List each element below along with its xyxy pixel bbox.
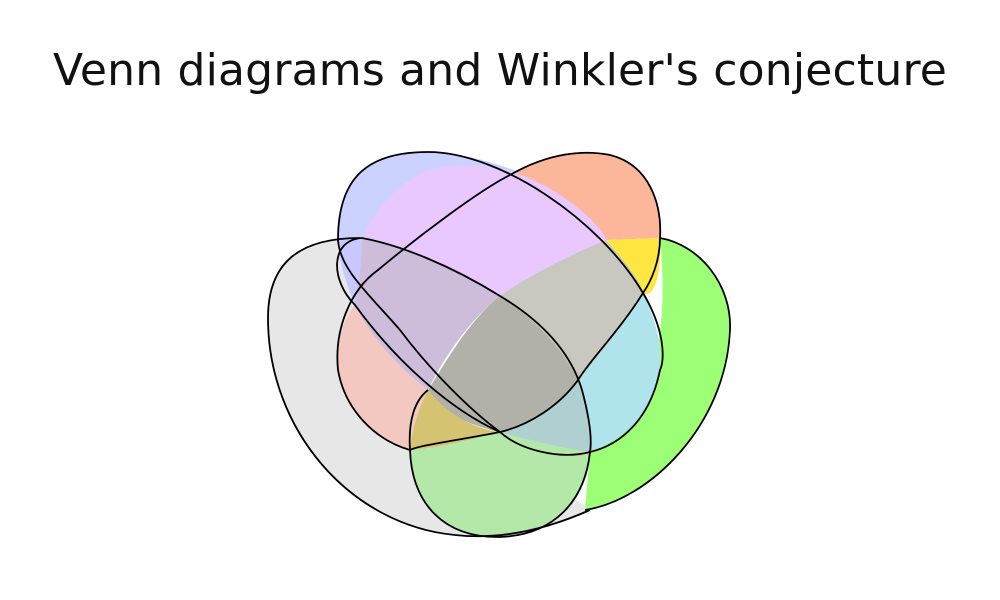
venn-region-orange-green [606, 238, 661, 295]
venn-region-center [428, 296, 578, 432]
venn-region-mid-right [500, 240, 643, 380]
venn-outline-gray [267, 237, 591, 538]
venn-outline-inner-ellipse [336, 237, 501, 433]
venn-outline-green [584, 237, 731, 511]
page-title: Venn diagrams and Winkler's conjecture [52, 45, 948, 96]
venn-region-lower-right [578, 293, 661, 452]
venn-region-lower-left [337, 305, 428, 450]
venn-region-bottom [410, 432, 590, 538]
venn-region-lower-center-right [500, 380, 590, 452]
venn-outline-orange [336, 151, 662, 451]
venn-set-orange [510, 152, 661, 240]
venn-region-lower-center [410, 390, 500, 450]
venn-region-blue-orange [362, 165, 606, 296]
venn-outline-lime [361, 237, 592, 538]
venn-outline-blue [337, 151, 664, 456]
